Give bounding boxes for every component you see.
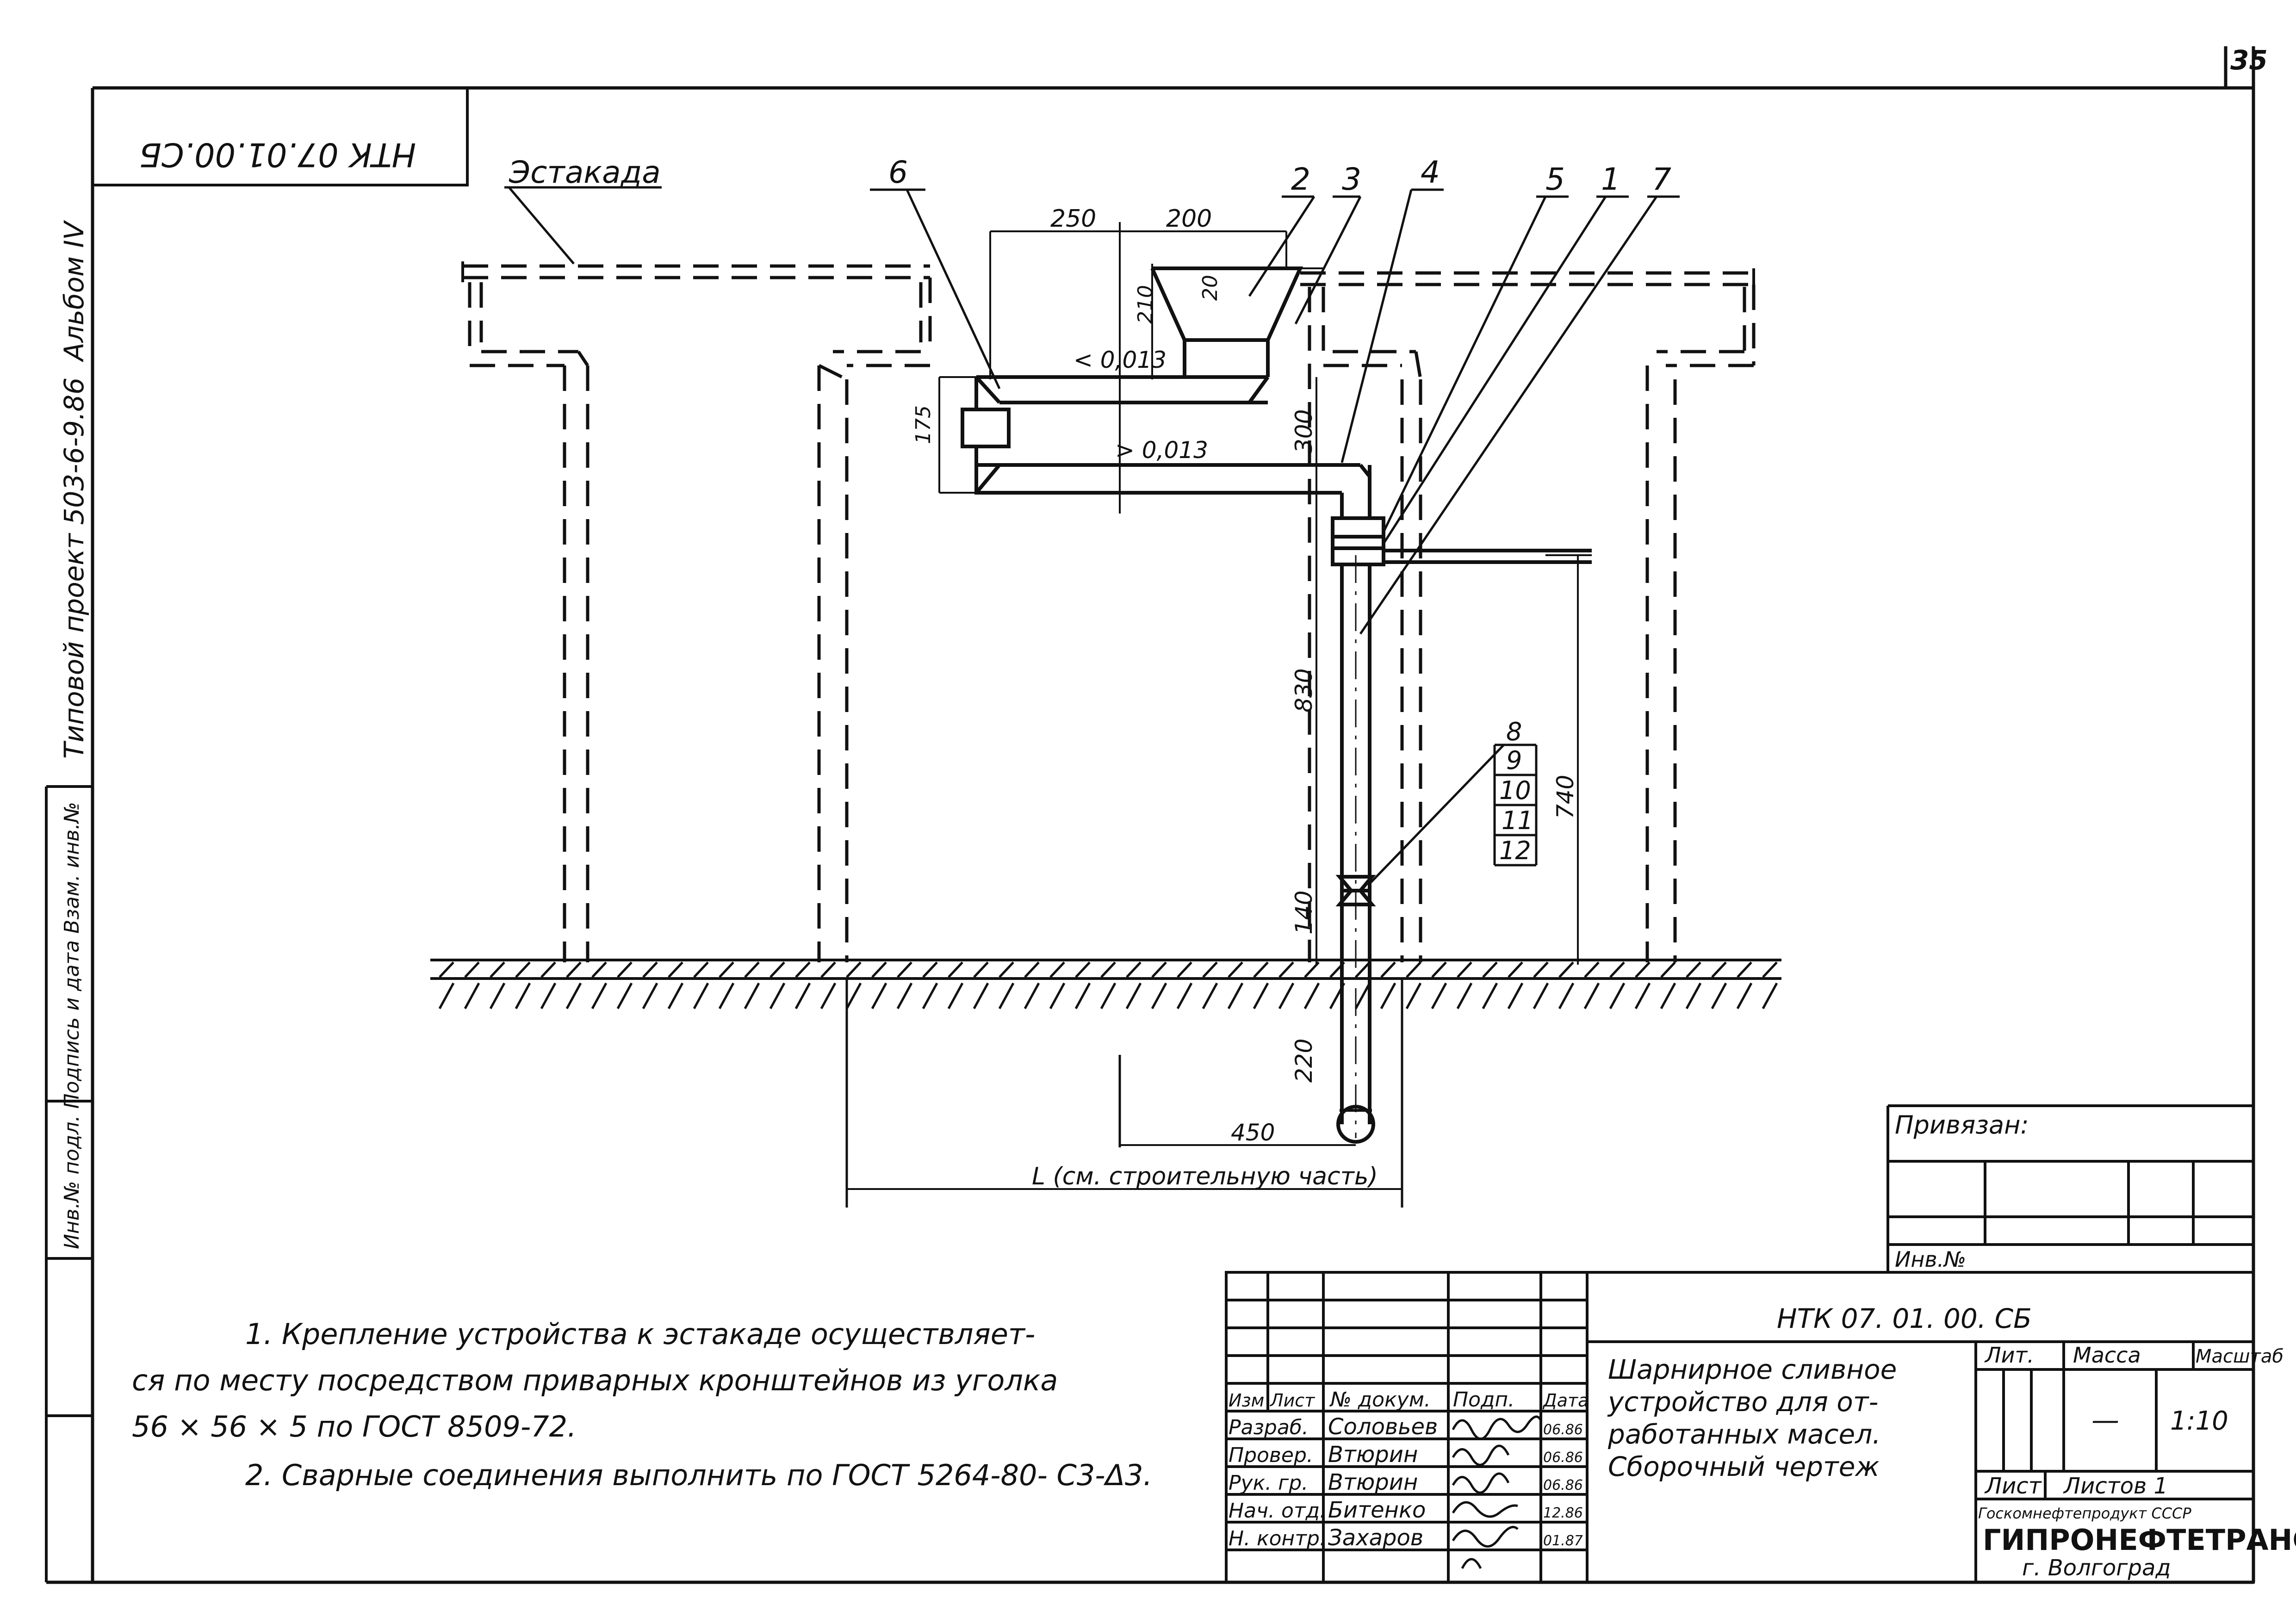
callout-10: 10 <box>1499 776 1531 805</box>
hdr-izm: Изм <box>1229 1390 1264 1411</box>
dim-200: 200 <box>1166 205 1212 233</box>
dimension-lines <box>847 222 1592 1190</box>
hdr-doc: № докум. <box>1329 1388 1431 1412</box>
org-big: ГИПРОНЕФТЕТРАНС <box>1983 1523 2296 1557</box>
hinge-blocks <box>961 408 1385 566</box>
scale-label: Масштаб <box>2196 1346 2284 1367</box>
scale-value: 1:10 <box>2170 1406 2228 1436</box>
side-strip <box>45 785 93 1582</box>
note-1-line-1: 1. Крепление устройства к эстакаде осуще… <box>245 1317 1035 1351</box>
side-project: Типовой проект 503-6-9.86 <box>58 378 90 759</box>
sheet-label: Лист <box>1984 1473 2042 1499</box>
row-name-4: Битенко <box>1328 1497 1426 1523</box>
rotated-code-box: НТК 07.01.00.СБ <box>93 87 469 186</box>
callout-1: 1 <box>1601 161 1620 197</box>
swivel-joint <box>1335 875 1376 906</box>
callout-7: 7 <box>1652 161 1671 197</box>
row-date-1: 06.86 <box>1543 1422 1583 1438</box>
ground-line <box>430 959 1781 980</box>
row-date-2: 06.86 <box>1543 1450 1583 1466</box>
privyazan-label: Привязан: <box>1895 1110 2029 1140</box>
side-album: Альбом IV <box>58 220 90 363</box>
foundation-lines <box>845 979 1403 1208</box>
row-role-4: Нач. отд. <box>1229 1499 1326 1523</box>
page-number: 35 <box>2230 44 2268 76</box>
title-block-grid <box>1225 1271 2255 1584</box>
note-1-line-2: ся по месту посредством приварных кроншт… <box>132 1363 1058 1397</box>
row-role-3: Рук. гр. <box>1229 1471 1308 1495</box>
note-2: 2. Сварные соединения выполнить по ГОСТ … <box>245 1458 1152 1492</box>
callout-11: 11 <box>1502 806 1533 835</box>
hdr-list: Лист <box>1269 1390 1316 1411</box>
row-role-2: Провер. <box>1229 1443 1313 1467</box>
callout-6: 6 <box>888 155 908 190</box>
callout-4: 4 <box>1421 155 1440 190</box>
hdr-date: Дата <box>1542 1390 1589 1411</box>
callout-9: 9 <box>1506 746 1522 775</box>
dim-250: 250 <box>1050 205 1096 233</box>
row-name-5: Захаров <box>1328 1525 1423 1551</box>
estakada-structure <box>463 264 1756 962</box>
callout-8: 8 <box>1506 717 1522 746</box>
row-name-3: Втюрин <box>1328 1469 1418 1495</box>
callout-12: 12 <box>1499 836 1531 865</box>
slope-top: < 0,013 <box>1074 347 1167 373</box>
title-name-4: Сборочный чертеж <box>1608 1451 1880 1482</box>
title-code: НТК 07. 01. 00. СБ <box>1777 1303 2032 1334</box>
mass-label: Масса <box>2073 1343 2141 1368</box>
privyazan-inv: Инв.№ <box>1895 1247 1966 1272</box>
lit-label: Лит. <box>1984 1343 2034 1368</box>
dim-175: 175 <box>912 405 935 444</box>
row-date-3: 06.86 <box>1543 1477 1583 1493</box>
length-label: L (см. строительную часть) <box>1032 1163 1378 1190</box>
dim-740: 740 <box>1552 775 1579 819</box>
callout-leaders <box>870 188 1680 635</box>
mass-value: — <box>2091 1404 2119 1437</box>
beam-caps <box>461 261 1755 289</box>
callout-2: 2 <box>1291 161 1310 197</box>
title-name-2: устройство для от- <box>1607 1386 1878 1418</box>
slope-bottom: > 0,013 <box>1115 437 1208 464</box>
dim-450: 450 <box>1231 1119 1275 1146</box>
rotated-code: НТК 07.01.00.СБ <box>139 136 416 173</box>
ground-hatching <box>438 961 1778 1010</box>
note-1-line-3: 56 × 56 × 5 по ГОСТ 8509-72. <box>132 1410 577 1443</box>
estakada-label: Эстакада <box>509 155 661 190</box>
row-date-5: 01.87 <box>1543 1533 1583 1549</box>
hdr-podp: Подп. <box>1453 1388 1514 1412</box>
city: г. Волгоград <box>2022 1555 2171 1581</box>
signature-rows: Разраб. Соловьев 06.86 Провер. Втюрин 06… <box>1229 1414 1583 1551</box>
title-name-3: работанных масел. <box>1607 1419 1881 1450</box>
dim-20: 20 <box>1198 275 1222 301</box>
row-name-2: Втюрин <box>1328 1442 1418 1468</box>
dim-140: 140 <box>1291 891 1317 935</box>
signatures <box>1452 1415 1542 1569</box>
sheets-label: Листов 1 <box>2063 1473 2168 1499</box>
row-date-4: 12.86 <box>1543 1505 1583 1521</box>
org-small: Госкомнефтепродукт СССР <box>1978 1505 2191 1522</box>
dim-220: 220 <box>1291 1039 1317 1083</box>
pipework <box>974 266 1592 1124</box>
dim-210: 210 <box>1134 285 1157 324</box>
callout-box <box>1369 743 1538 885</box>
estakada-leader <box>504 186 662 265</box>
row-role-5: Н. контр. <box>1229 1527 1326 1550</box>
dim-300: 300 <box>1291 409 1317 453</box>
outer-frame <box>46 46 2255 1584</box>
row-name-1: Соловьев <box>1328 1414 1438 1440</box>
row-role-1: Разраб. <box>1229 1416 1309 1439</box>
callout-5: 5 <box>1545 161 1565 197</box>
title-name-1: Шарнирное сливное <box>1608 1354 1897 1385</box>
callout-3: 3 <box>1342 161 1361 197</box>
privyazan-box <box>1886 1104 2253 1272</box>
side-stamp-text: Инв.№ подл. Подпись и дата Взам. инв.№ <box>60 802 84 1249</box>
dim-830: 830 <box>1291 669 1317 712</box>
